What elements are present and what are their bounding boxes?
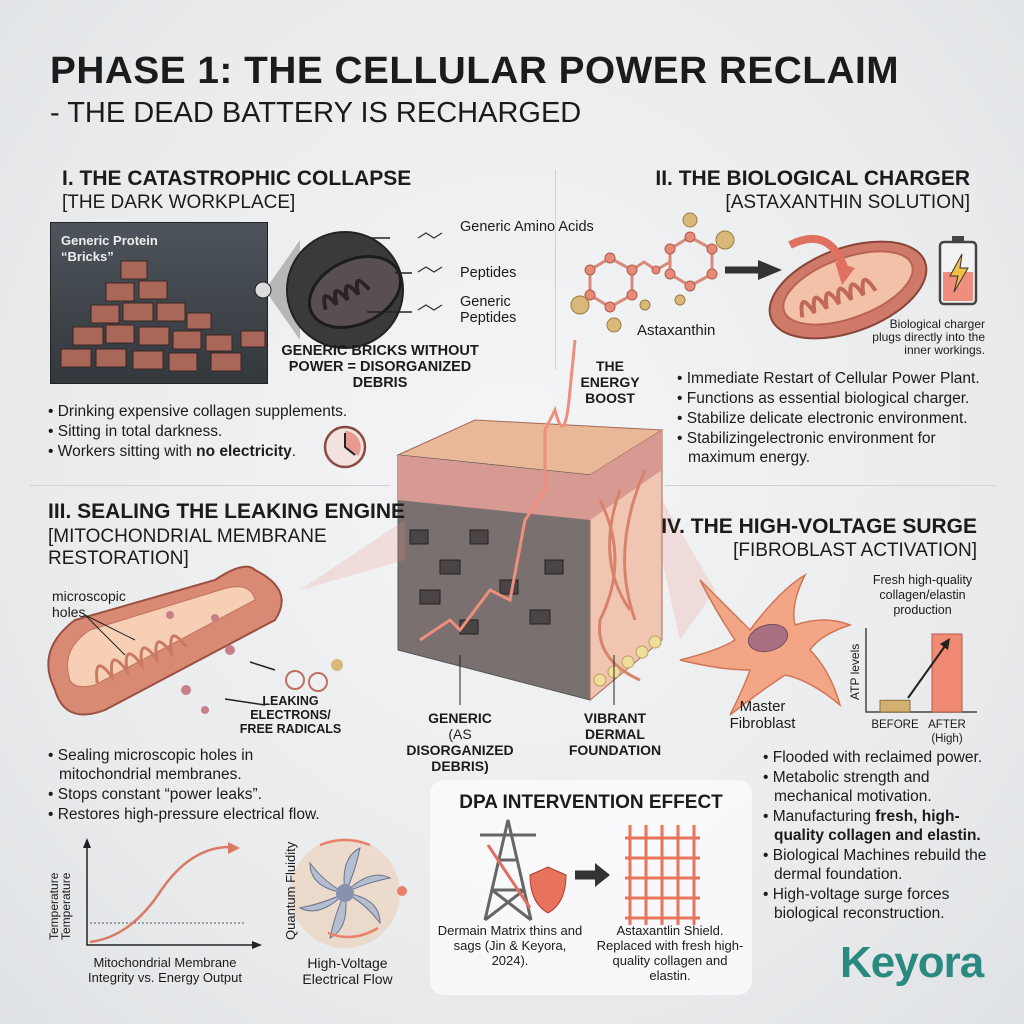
page-subtitle: - THE DEAD BATTERY IS RECHARGED [50, 97, 582, 129]
section-4-subtitle: [FIBROBLAST ACTIVATION] [733, 540, 977, 561]
bullet: Manufacturing fresh, high-quality collag… [763, 807, 1003, 845]
section-3-title: III. SEALING THE LEAKING ENGINE [48, 500, 406, 523]
bullet: Stabilize delicate electronic environmen… [677, 409, 987, 428]
bullet: Stabilizingelectronic environment for ma… [677, 429, 987, 467]
atp-bar-chart [865, 628, 977, 713]
energy-boost-label: THE ENERGY BOOST [580, 358, 640, 406]
section-4-title: IV. THE HIGH-VOLTAGE SURGE [661, 515, 977, 538]
bullet: Drinking expensive collagen supplements. [48, 402, 348, 421]
page-title: PHASE 1: THE CELLULAR POWER RECLAIM [50, 50, 900, 92]
collagen-grid-icon [625, 825, 700, 925]
divider [665, 485, 995, 486]
section-1-bullets: Drinking expensive collagen supplements.… [48, 402, 348, 462]
bullet: Immediate Restart of Cellular Power Plan… [677, 369, 987, 388]
bullet: Functions as essential biological charge… [677, 389, 987, 408]
molecule-label-amino-acids: Generic Amino Acids [460, 219, 594, 235]
skin-cross-section-illustration [300, 339, 715, 705]
clock-icon [323, 425, 367, 469]
fibroblast-illustration [679, 573, 853, 716]
bullet: Biological Machines rebuild the dermal f… [763, 846, 1003, 884]
bullet: Metabolic strength and mechanical motiva… [763, 768, 1003, 806]
leaking-electrons-label: LEAKING ELECTRONS/ FREE RADICALS [239, 694, 342, 736]
mitochondrion-illustration [768, 234, 978, 340]
divider [30, 485, 390, 486]
bullet: Restores high-pressure electrical flow. [48, 805, 338, 824]
before-label: BEFORE [871, 719, 919, 731]
molecule-label-peptides: Peptides [460, 265, 517, 281]
atp-chart-caption: Fresh high-quality collagen/elastin prod… [872, 573, 973, 617]
turbine-illustration [290, 838, 407, 948]
membrane-energy-graph [83, 838, 262, 949]
bullet: Stops constant “power leaks”. [48, 785, 338, 804]
section-3-bullets: Sealing microscopic holes in mitochondri… [48, 746, 338, 825]
charger-caption: Biological charger plugs directly into t… [872, 317, 985, 357]
section-2-subtitle: [ASTAXANTHIN SOLUTION] [725, 192, 970, 213]
section-2-title: II. THE BIOLOGICAL CHARGER [655, 167, 970, 190]
section-2-bullets: Immediate Restart of Cellular Power Plan… [677, 369, 987, 468]
dark-workplace-image: Generic Protein “Bricks” [50, 222, 268, 384]
dpa-left-caption: Dermain Matrix thins and sags (Jin & Key… [437, 923, 583, 968]
vibrant-dermal-label: VIBRANT DERMAL FOUNDATION [568, 710, 662, 758]
graph-caption: Mitochondrial Membrane Integrity vs. Ene… [88, 955, 242, 985]
dpa-intervention-panel: DPA INTERVENTION EFFECT Dermain Matrix t… [430, 780, 752, 995]
astaxanthin-label: Astaxanthin [637, 322, 716, 339]
bullet: Sitting in total darkness. [48, 422, 348, 441]
molecule-label-generic-peptides: Generic Peptides [460, 294, 517, 326]
power-tower-icon [480, 819, 536, 922]
microscopic-holes-label: microscopic holes [52, 588, 126, 620]
atp-y-label: ATP levels [848, 643, 862, 700]
divider [555, 170, 556, 370]
bullet: Sealing microscopic holes in mitochondri… [48, 746, 338, 784]
leaking-mitochondrion-illustration [47, 565, 343, 716]
astaxanthin-molecule-illustration [570, 212, 782, 333]
quantum-fluidity-label: Quantum Fluidity [283, 841, 298, 940]
image-label: Generic Protein “Bricks” [61, 233, 158, 264]
shield-icon [529, 866, 567, 914]
dpa-illustration [480, 819, 700, 925]
dpa-title: DPA INTERVENTION EFFECT [459, 792, 723, 813]
bullet: Workers sitting with no electricity. [48, 442, 348, 461]
trend-arrow [907, 645, 946, 699]
bullet: High-voltage surge forces biological rec… [763, 885, 1003, 923]
keyora-logo: Keyora [840, 938, 984, 987]
section-1-title: I. THE CATASTROPHIC COLLAPSE [62, 167, 412, 190]
magnifier-illustration [254, 231, 443, 349]
dpa-right-caption: Astaxantlin Shield. Replaced with fresh … [596, 923, 744, 983]
section-1-subtitle: [THE DARK WORKPLACE] [62, 192, 296, 213]
section-4-bullets: Flooded with reclaimed power. Metabolic … [763, 748, 1003, 924]
turbine-caption: High-Voltage Electrical Flow [302, 955, 393, 987]
bullet: Flooded with reclaimed power. [763, 748, 1003, 767]
brick-pile-illustration [60, 260, 266, 372]
section-1-caption: GENERIC BRICKS WITHOUT POWER = DISORGANI… [281, 343, 479, 391]
after-label: AFTER(High) [928, 719, 966, 745]
bar-before [879, 699, 911, 713]
master-fibroblast-label: Master Fibroblast [729, 698, 796, 732]
